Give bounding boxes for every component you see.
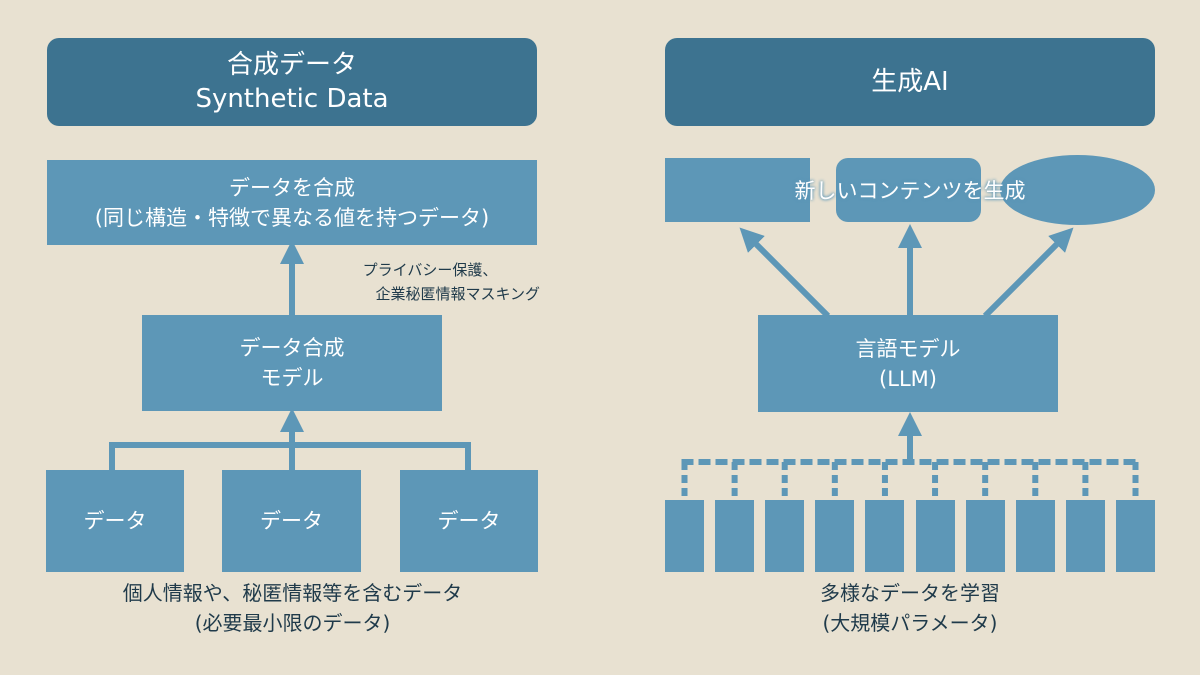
- right-caption-line2: (大規模パラメータ): [822, 611, 998, 635]
- llm-subtitle: (LLM): [879, 366, 937, 391]
- left-caption-line2: (必要最小限のデータ): [194, 611, 391, 635]
- data-box-label: データ: [260, 509, 323, 533]
- header-title-en: Synthetic Data: [195, 84, 389, 114]
- data-box-label: データ: [83, 509, 147, 533]
- model-subtitle: モデル: [260, 366, 324, 390]
- privacy-note-line2: 企業秘匿情報マスキング: [375, 285, 540, 303]
- data-box: データ: [222, 470, 361, 572]
- synthetic-data-header: 合成データ Synthetic Data: [47, 38, 537, 126]
- data-box: データ: [400, 470, 538, 572]
- privacy-note-line1: プライバシー保護、: [362, 261, 498, 279]
- dashed-data-bus: [681, 459, 1139, 500]
- training-data-block: [915, 500, 955, 572]
- training-data-block: [965, 500, 1005, 572]
- synthesized-data-box: データを合成 (同じ構造・特徴で異なる値を持つデータ): [47, 160, 537, 245]
- header-title: 生成AI: [871, 67, 949, 97]
- training-data-block: [815, 500, 855, 572]
- data-synthesis-model-box: データ合成 モデル: [142, 315, 442, 411]
- language-model-box: 言語モデル (LLM): [758, 315, 1058, 412]
- training-data-block: [865, 500, 905, 572]
- header-title-ja: 合成データ: [226, 50, 357, 80]
- llm-title: 言語モデル: [855, 336, 961, 361]
- training-data-block: [765, 500, 805, 572]
- synthesized-data-desc: (同じ構造・特徴で異なる値を持つデータ): [94, 205, 490, 230]
- arrow-llm-to-ellipse: [982, 227, 1074, 319]
- generative-ai-header: 生成AI: [665, 38, 1155, 126]
- training-data-block: [1116, 500, 1155, 572]
- training-data-block: [715, 500, 755, 572]
- left-caption-line1: 個人情報や、秘匿情報等を含むデータ: [122, 581, 463, 605]
- output-shape-ellipse: [1000, 155, 1155, 225]
- right-caption: 多様なデータを学習 (大規模パラメータ): [665, 578, 1155, 638]
- output-shape-rectangle: [665, 158, 810, 222]
- training-data-block: [665, 500, 704, 572]
- model-title: データ合成: [239, 336, 345, 360]
- privacy-note: プライバシー保護、 企業秘匿情報マスキング: [320, 258, 540, 306]
- training-data-block: [1015, 500, 1055, 572]
- output-shape-rounded: [836, 158, 981, 222]
- new-content-label: 新しいコンテンツを生成: [794, 179, 1026, 203]
- data-box-label: データ: [437, 509, 501, 533]
- arrow-llm-to-rect: [739, 227, 831, 319]
- training-data-block: [1065, 500, 1105, 572]
- synthesized-data-title: データを合成: [229, 175, 355, 200]
- left-caption: 個人情報や、秘匿情報等を含むデータ (必要最小限のデータ): [40, 578, 545, 638]
- right-caption-line1: 多様なデータを学習: [820, 581, 1000, 605]
- data-box: データ: [46, 470, 184, 572]
